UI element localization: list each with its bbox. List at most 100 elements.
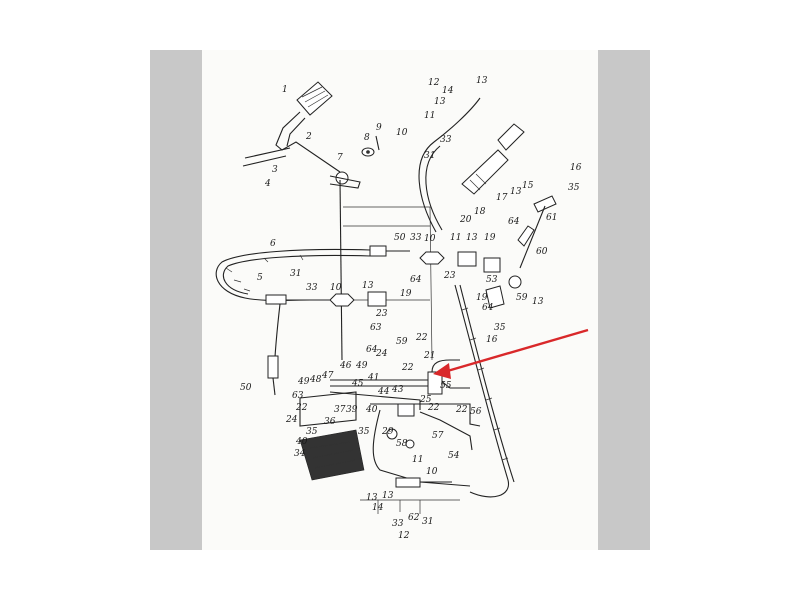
part-label: 15 <box>522 181 534 191</box>
part-label: 10 <box>424 234 436 244</box>
part-label: 59 <box>396 337 408 347</box>
part-label: 18 <box>474 207 486 217</box>
part-label: 13 <box>510 187 522 197</box>
part-label: 33 <box>392 519 404 529</box>
right-rod-assembly <box>485 195 557 309</box>
part-label: 13 <box>466 233 478 243</box>
part-label: 46 <box>339 361 352 371</box>
part-label: 1 <box>282 85 288 95</box>
part-label: 9 <box>376 123 382 133</box>
part-label: 64 <box>482 303 494 313</box>
part-label: 48 <box>309 375 322 385</box>
red-pointer-arrow <box>433 328 589 379</box>
part-label: 5 <box>257 273 263 283</box>
main-long-cable <box>418 97 515 498</box>
part-label: 35 <box>494 323 506 333</box>
part-label: 13 <box>366 493 378 503</box>
coupling-row-middle <box>329 251 501 307</box>
part-label: 10 <box>330 283 342 293</box>
part-label: 49 <box>355 361 368 371</box>
part-label: 29 <box>381 427 394 437</box>
part-label: 22 <box>427 403 440 413</box>
part-label: 35 <box>358 427 370 437</box>
part-label: 12 <box>398 531 410 541</box>
part-label: 39 <box>346 405 358 415</box>
part-label: 45 <box>351 379 364 389</box>
part-label: 3 <box>272 165 278 175</box>
part-label: 44 <box>377 387 390 397</box>
part-label: 21 <box>423 351 435 361</box>
part-label: 20 <box>459 215 472 225</box>
part-label: 19 <box>476 293 488 303</box>
part-label: 61 <box>546 213 557 223</box>
part-label: 50 <box>394 233 406 243</box>
cable-loop-left <box>215 245 410 305</box>
part-label: 4 <box>264 179 271 189</box>
part-label: 37 <box>334 405 346 415</box>
part-label: 59 <box>516 293 528 303</box>
part-label: 43 <box>391 385 404 395</box>
brake-pedal-assembly <box>242 81 380 361</box>
part-label: 62 <box>408 513 420 523</box>
right-gray-margin <box>598 50 650 550</box>
part-number-labels: 1 2 3 4 5 6 7 8 9 10 12 13 14 13 11 33 3… <box>240 76 582 541</box>
part-label: 13 <box>434 97 446 107</box>
part-label: 40 <box>295 437 308 447</box>
hand-lever-assembly <box>461 123 525 195</box>
part-label: 49 <box>297 377 310 387</box>
part-label: 31 <box>422 517 433 527</box>
lower-left-cable <box>267 303 281 396</box>
part-label: 47 <box>321 371 334 381</box>
part-label: 8 <box>364 133 370 143</box>
part-label: 22 <box>415 333 428 343</box>
part-label: 56 <box>470 407 482 417</box>
part-label: 64 <box>410 275 422 285</box>
part-label: 33 <box>440 135 452 145</box>
part-label: 19 <box>484 233 496 243</box>
part-label: 34 <box>294 449 306 459</box>
part-label: 50 <box>240 383 252 393</box>
part-label: 63 <box>292 391 304 401</box>
part-label: 54 <box>448 451 460 461</box>
part-label: 13 <box>532 297 544 307</box>
lower-valve-assembly <box>299 359 481 483</box>
part-label: 22 <box>455 405 468 415</box>
part-label: 22 <box>401 363 414 373</box>
part-label: 23 <box>443 271 456 281</box>
part-label: 53 <box>486 275 498 285</box>
part-label: 31 <box>290 269 301 279</box>
part-label: 23 <box>375 309 388 319</box>
part-label: 10 <box>426 467 438 477</box>
part-label: 25 <box>419 395 432 405</box>
part-label: 12 <box>428 78 440 88</box>
part-label: 7 <box>337 153 343 163</box>
part-label: 24 <box>285 415 298 425</box>
part-label: 24 <box>375 349 388 359</box>
part-label: 64 <box>508 217 520 227</box>
part-label: 6 <box>270 239 276 249</box>
left-gray-margin <box>150 50 202 550</box>
part-label: 58 <box>396 439 408 449</box>
part-label: 16 <box>486 335 498 345</box>
part-label: 19 <box>400 289 412 299</box>
part-label: 14 <box>372 503 384 513</box>
part-label: 16 <box>570 163 582 173</box>
part-label: 22 <box>295 403 308 413</box>
part-label: 35 <box>306 427 318 437</box>
part-label: 17 <box>496 193 508 203</box>
part-label: 60 <box>536 247 548 257</box>
part-label: 11 <box>450 233 461 243</box>
pedal-pad <box>296 81 333 116</box>
part-label: 33 <box>306 283 318 293</box>
part-label: 36 <box>324 417 336 427</box>
part-label: 13 <box>362 281 374 291</box>
part-label: 13 <box>382 491 394 501</box>
part-label: 63 <box>370 323 382 333</box>
part-label: 55 <box>440 381 452 391</box>
part-label: 11 <box>412 455 423 465</box>
part-label: 31 <box>424 151 435 161</box>
part-label: 40 <box>365 405 378 415</box>
part-label: 35 <box>568 183 580 193</box>
part-label: 11 <box>424 111 435 121</box>
part-label: 10 <box>396 128 408 138</box>
